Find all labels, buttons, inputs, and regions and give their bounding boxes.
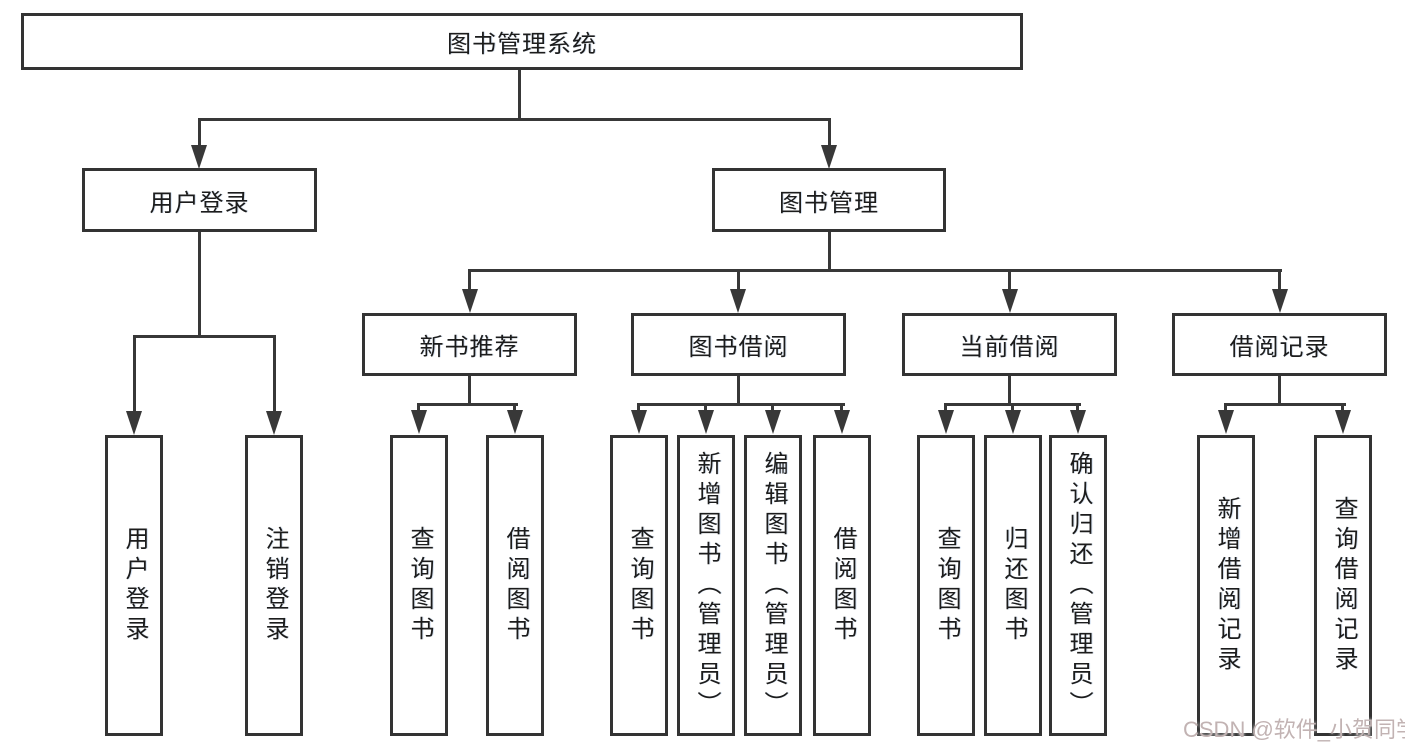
node-user-login-label: 用户登录 bbox=[149, 189, 250, 217]
leaf-query-books-recommend-label: 查询图书 bbox=[406, 525, 433, 646]
connector-borrow-bus bbox=[637, 403, 845, 406]
arrowhead-leaf-confirm-return bbox=[1070, 410, 1086, 434]
connector-to-current bbox=[1008, 269, 1011, 291]
connector-to-leaf-query-current bbox=[944, 403, 947, 413]
connector-login-bus bbox=[133, 335, 276, 338]
arrowhead-leaf-add-record bbox=[1218, 410, 1234, 434]
connector-mgmt-bus bbox=[468, 269, 1282, 272]
connector-recommend-stem bbox=[468, 376, 471, 406]
leaf-borrow-books-recommend: 借阅图书 bbox=[486, 435, 544, 736]
leaf-add-borrow-record: 新增借阅记录 bbox=[1197, 435, 1255, 736]
node-current-borrow: 当前借阅 bbox=[902, 313, 1117, 376]
arrowhead-book-management bbox=[821, 145, 837, 169]
connector-to-leaf-user-login bbox=[133, 335, 136, 413]
connector-to-leaf-query-recommend bbox=[417, 403, 420, 413]
leaf-borrow-books: 借阅图书 bbox=[813, 435, 871, 736]
leaf-confirm-return-admin-label: 确认归还（管理员） bbox=[1065, 450, 1092, 721]
leaf-edit-books-admin: 编辑图书（管理员） bbox=[744, 435, 802, 736]
node-user-login: 用户登录 bbox=[82, 168, 317, 232]
node-book-management-label: 图书管理 bbox=[779, 189, 879, 217]
connector-to-leaf-add-books bbox=[704, 403, 707, 413]
node-library-system: 图书管理系统 bbox=[21, 13, 1023, 70]
leaf-query-borrow-record-label: 查询借阅记录 bbox=[1330, 495, 1357, 676]
leaf-edit-books-admin-label: 编辑图书（管理员） bbox=[760, 450, 787, 721]
leaf-add-books-admin: 新增图书（管理员） bbox=[677, 435, 735, 736]
leaf-logout-label: 注销登录 bbox=[261, 525, 288, 646]
leaf-query-books-current-label: 查询图书 bbox=[933, 525, 960, 646]
node-borrow-records: 借阅记录 bbox=[1172, 313, 1387, 376]
arrowhead-leaf-edit-books bbox=[765, 410, 781, 434]
arrowhead-leaf-query-recommend bbox=[411, 410, 427, 434]
connector-mgmt-stem bbox=[828, 232, 831, 272]
connector-to-borrow bbox=[737, 269, 740, 291]
arrowhead-leaf-add-books bbox=[698, 410, 714, 434]
leaf-query-books-current: 查询图书 bbox=[917, 435, 975, 736]
leaf-user-login-label: 用户登录 bbox=[121, 525, 148, 646]
leaf-borrow-books-recommend-label: 借阅图书 bbox=[502, 525, 529, 646]
connector-to-leaf-edit-books bbox=[771, 403, 774, 413]
node-new-book-recommend-label: 新书推荐 bbox=[419, 334, 520, 361]
node-current-borrow-label: 当前借阅 bbox=[959, 334, 1060, 361]
connector-root-stem bbox=[518, 70, 521, 118]
arrowhead-records bbox=[1272, 289, 1288, 313]
arrowhead-borrow bbox=[730, 289, 746, 313]
connector-to-book-management bbox=[828, 118, 831, 150]
leaf-query-books-borrow: 查询图书 bbox=[610, 435, 668, 736]
leaf-add-books-admin-label: 新增图书（管理员） bbox=[693, 450, 720, 721]
node-new-book-recommend: 新书推荐 bbox=[362, 313, 577, 376]
connector-current-stem bbox=[1008, 376, 1011, 406]
arrowhead-user-login bbox=[191, 145, 207, 169]
connector-to-leaf-query-borrow bbox=[637, 403, 640, 413]
leaf-user-login: 用户登录 bbox=[105, 435, 163, 736]
leaf-add-borrow-record-label: 新增借阅记录 bbox=[1213, 495, 1240, 676]
arrowhead-leaf-query-current bbox=[938, 410, 954, 434]
leaf-return-books-label: 归还图书 bbox=[1000, 525, 1027, 646]
connector-to-leaf-confirm-return bbox=[1076, 403, 1079, 413]
leaf-logout: 注销登录 bbox=[245, 435, 303, 736]
arrowhead-leaf-borrow-books bbox=[834, 410, 850, 434]
node-borrow-records-label: 借阅记录 bbox=[1229, 334, 1330, 361]
leaf-query-books-recommend: 查询图书 bbox=[390, 435, 448, 736]
connector-to-leaf-return-books bbox=[1011, 403, 1014, 413]
node-book-borrow-label: 图书借阅 bbox=[688, 334, 789, 361]
connector-to-user-login bbox=[198, 118, 201, 150]
arrowhead-leaf-borrow-recommend bbox=[507, 410, 523, 434]
arrowhead-current bbox=[1002, 289, 1018, 313]
connector-root-bus bbox=[198, 118, 831, 121]
node-book-management: 图书管理 bbox=[712, 168, 946, 232]
connector-to-leaf-borrow-recommend bbox=[513, 403, 516, 413]
connector-to-records bbox=[1278, 269, 1281, 291]
leaf-borrow-books-label: 借阅图书 bbox=[829, 525, 856, 646]
connector-borrow-stem bbox=[737, 376, 740, 406]
connector-to-leaf-add-record bbox=[1224, 403, 1227, 413]
arrowhead-recommend bbox=[462, 289, 478, 313]
connector-records-stem bbox=[1278, 376, 1281, 406]
node-book-borrow: 图书借阅 bbox=[631, 313, 846, 376]
leaf-query-borrow-record: 查询借阅记录 bbox=[1314, 435, 1372, 736]
csdn-watermark: CSDN @软件_小贺同学 bbox=[1183, 717, 1405, 742]
leaf-return-books: 归还图书 bbox=[984, 435, 1042, 736]
connector-to-leaf-logout bbox=[273, 335, 276, 413]
arrowhead-leaf-user-login bbox=[126, 411, 142, 435]
arrowhead-leaf-return-books bbox=[1005, 410, 1021, 434]
connector-to-recommend bbox=[468, 269, 471, 291]
connector-to-leaf-borrow-books bbox=[840, 403, 843, 413]
connector-records-bus bbox=[1224, 403, 1346, 406]
arrowhead-leaf-query-record bbox=[1335, 410, 1351, 434]
leaf-query-books-borrow-label: 查询图书 bbox=[626, 525, 653, 646]
connector-to-leaf-query-record bbox=[1341, 403, 1344, 413]
arrowhead-leaf-logout bbox=[266, 411, 282, 435]
arrowhead-leaf-query-borrow bbox=[631, 410, 647, 434]
connector-recommend-bus bbox=[417, 403, 518, 406]
connector-login-stem bbox=[198, 232, 201, 335]
node-library-system-label: 图书管理系统 bbox=[447, 31, 597, 58]
leaf-confirm-return-admin: 确认归还（管理员） bbox=[1049, 435, 1107, 736]
